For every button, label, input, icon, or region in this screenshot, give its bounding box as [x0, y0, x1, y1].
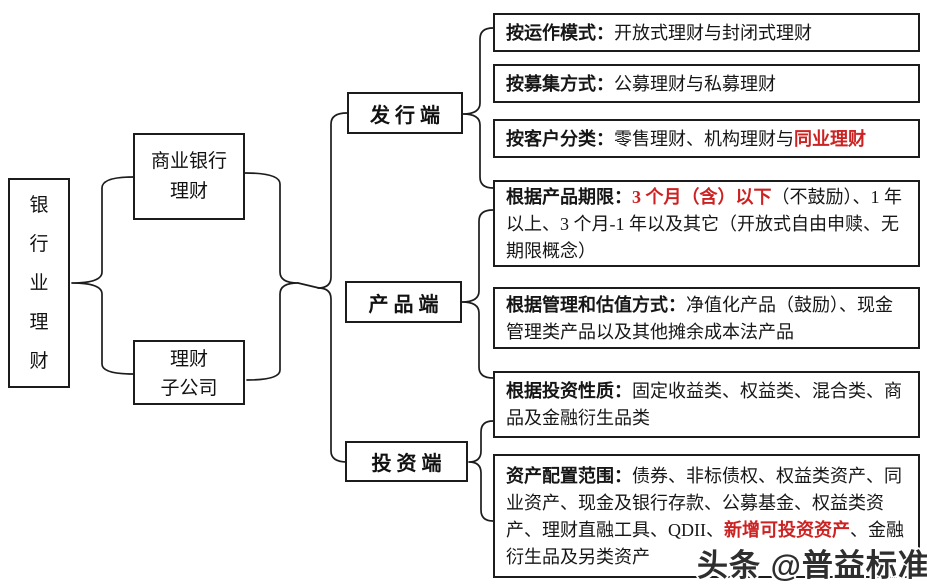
leaf-text-segment: 同业理财: [794, 129, 866, 149]
node-banking-wealth-management: 银 行 业 理 财: [8, 178, 70, 388]
brace-branches-merge: [244, 172, 299, 381]
brace-trunk-to-channels: [317, 112, 348, 463]
leaf-text-segment: （不鼓励）、1 年以上、3 个月-1 年以及其它（开放式自由申赎、无期限概念）: [506, 187, 902, 261]
leaf-text-segment: 债券、非标债权、权益类资产、同业资产、现金及银行存款、公募基金、权益类资产、理财…: [506, 466, 902, 540]
leaf-text-segment: 公募理财与私募理财: [614, 74, 776, 94]
leaf-text-segment: 零售理财、机构理财与: [614, 129, 794, 149]
brace-issuance-to-leaves: [462, 27, 494, 189]
node-label-line: 理财: [169, 349, 208, 370]
leaf-text-segment: 根据产品期限：: [506, 187, 632, 207]
leaf-text-segment: 开放式理财与封闭式理财: [614, 23, 812, 43]
node-label-line: 子公司: [160, 378, 218, 399]
leaf-text-segment: 根据投资性质：: [506, 381, 632, 401]
leaf-text-segment: 按运作模式：: [506, 23, 614, 43]
leaf-asset-allocation: 资产配置范围：债券、非标债权、权益类资产、同业资产、现金及银行存款、公募基金、权…: [493, 454, 920, 578]
leaf-investment-nature: 根据投资性质：固定收益类、权益类、混合类、商品及金融衍生品类: [493, 371, 920, 438]
leaf-text-segment: 净值化产品（鼓励）、现金管理类产品以及其他摊余成本法产品: [506, 295, 893, 342]
brace-investment-to-leaves: [468, 420, 494, 522]
node-investment-side: 投资端: [345, 441, 468, 482]
leaf-text-segment: 按客户分类：: [506, 129, 614, 149]
brace-product-to-leaves: [461, 209, 494, 379]
root-char: 财: [29, 350, 49, 372]
node-commercial-bank-wm: 商业银行 理财: [133, 133, 245, 220]
root-char: 理: [29, 311, 49, 333]
leaf-text-segment: 3 个月（含）以下: [632, 187, 772, 207]
root-char: 银: [29, 194, 49, 216]
node-product-side: 产品端: [345, 281, 462, 323]
leaf-text-segment: 固定收益类、权益类、混合类、商品及金融衍生品类: [506, 381, 902, 428]
brace-root-to-branches: [71, 176, 134, 375]
root-char: 行: [29, 233, 49, 255]
leaf-text-segment: 、金融衍生品及另类资产: [506, 520, 904, 567]
leaf-text-segment: 根据管理和估值方式：: [506, 295, 686, 315]
node-issuance-side: 发行端: [347, 92, 463, 134]
root-char: 业: [29, 272, 49, 294]
leaf-text-segment: 新增可投资资产: [724, 520, 850, 540]
leaf-text-segment: 资产配置范围：: [506, 466, 632, 486]
node-label-line: 商业银行: [150, 151, 227, 172]
leaf-text-segment: 按募集方式：: [506, 74, 614, 94]
node-label-line: 理财: [169, 181, 208, 202]
leaf-product-term: 根据产品期限：3 个月（含）以下（不鼓励）、1 年以上、3 个月-1 年以及其它…: [493, 180, 920, 267]
node-wm-subsidiary: 理财 子公司: [133, 340, 245, 405]
leaf-management-valuation: 根据管理和估值方式：净值化产品（鼓励）、现金管理类产品以及其他摊余成本法产品: [493, 287, 920, 349]
watermark: 头条 @普益标准: [697, 548, 927, 583]
leaf-fundraising-method: 按募集方式：公募理财与私募理财: [493, 64, 920, 103]
line-merge-to-trunk: [297, 282, 320, 289]
leaf-operation-mode: 按运作模式：开放式理财与封闭式理财: [493, 13, 920, 52]
leaf-customer-category: 按客户分类：零售理财、机构理财与同业理财: [493, 119, 920, 158]
